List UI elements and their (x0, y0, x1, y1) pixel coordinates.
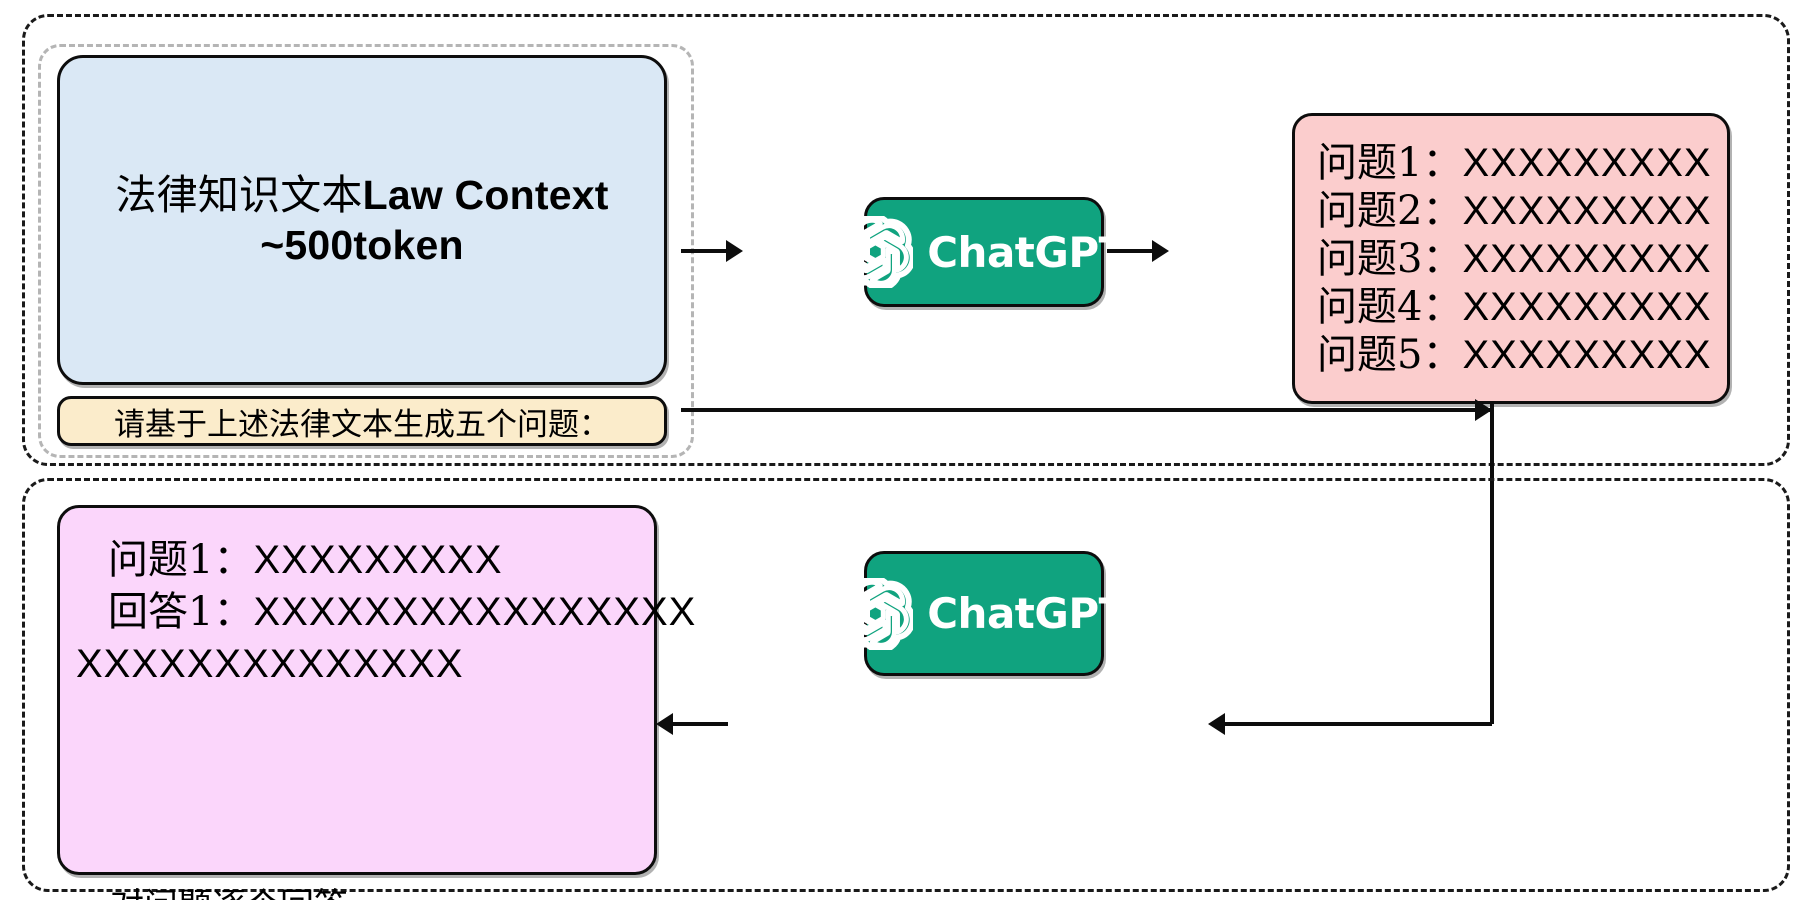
chatgpt-badge-bottom: ChatGPT (841, 551, 1127, 676)
qa-row-question: 问题1：XXXXXXXXX (108, 534, 696, 586)
qa-output-box: 问题1：XXXXXXXXX 回答1：XXXXXXXXXXXXXXXX XXXXX… (57, 505, 695, 875)
question-label: 问题3： (1317, 235, 1463, 282)
openai-logo-icon (841, 216, 914, 288)
question-value: XXXXXXXXX (1462, 188, 1712, 233)
generated-questions-box: 问题1：XXXXXXXXX 问题2：XXXXXXXXX 问题3：XXXXXXXX… (1292, 113, 1730, 404)
stage-top-frame (22, 14, 1790, 466)
arrow-prompt-to-junction-line (681, 408, 1492, 412)
chatgpt-label-bottom: ChatGPT (927, 589, 1127, 638)
question-row: 问题3：XXXXXXXXX (1317, 235, 1712, 283)
question-value: XXXXXXXXX (1462, 236, 1712, 281)
arrow-chatgpt-to-questions-head (1152, 240, 1169, 262)
law-context-line1-en: Law Context (362, 171, 609, 218)
arrow-context-to-chatgpt-line (681, 249, 728, 253)
question-label: 问题4： (1317, 283, 1463, 330)
qa-row-answer: 回答1：XXXXXXXXXXXXXXXX (108, 586, 696, 638)
question-value: XXXXXXXXX (1462, 332, 1712, 377)
arrow-chatgpt-to-questions-line (1107, 249, 1154, 253)
prompt-text: 请基于上述法律文本生成五个问题： (114, 406, 610, 443)
qa-row-answer-continued: XXXXXXXXXXXXXX (76, 638, 696, 690)
qa-list: 问题1：XXXXXXXXX 回答1：XXXXXXXXXXXXXXXX XXXXX… (76, 534, 696, 690)
arrow-chatgpt-to-answer-line (673, 722, 728, 726)
question-row: 问题5：XXXXXXXXX (1317, 331, 1712, 379)
qa-question-value: XXXXXXXXX (253, 538, 503, 582)
question-row: 问题4：XXXXXXXXX (1317, 283, 1712, 331)
chatgpt-label-top: ChatGPT (927, 227, 1127, 277)
question-label: 问题1： (1317, 139, 1463, 186)
qa-answer-value-continued: XXXXXXXXXXXXXX (76, 642, 464, 686)
law-context-text: 法律知识文本Law Context ~500token (115, 170, 608, 270)
arrow-chatgpt-to-answer-head (656, 713, 673, 735)
arrow-to-chatgpt-bottom-head (1208, 713, 1225, 735)
law-context-line1-cn: 法律知识文本 (115, 170, 363, 219)
chatgpt-badge-top: ChatGPT (841, 197, 1127, 307)
question-value: XXXXXXXXX (1462, 140, 1712, 185)
questions-list: 问题1：XXXXXXXXX 问题2：XXXXXXXXX 问题3：XXXXXXXX… (1317, 139, 1712, 379)
law-context-box: 法律知识文本Law Context ~500token (57, 55, 667, 385)
qa-question-label: 问题1： (108, 537, 254, 583)
openai-logo-icon (841, 577, 914, 650)
connector-questions-to-bottom-vertical (1490, 404, 1494, 724)
qa-answer-label: 回答1： (108, 589, 254, 635)
connector-to-chatgpt-bottom-line (1225, 722, 1492, 726)
stage-bottom-frame (22, 478, 1790, 892)
question-value: XXXXXXXXX (1462, 284, 1712, 329)
prompt-box: 请基于上述法律文本生成五个问题： (57, 396, 667, 446)
arrow-context-to-chatgpt-head (726, 240, 743, 262)
arrow-prompt-to-junction-head (1475, 399, 1492, 421)
qa-answer-value: XXXXXXXXXXXXXXXX (253, 590, 697, 634)
question-row: 问题1：XXXXXXXXX (1317, 139, 1712, 187)
law-context-line2: ~500token (260, 222, 464, 268)
question-label: 问题2： (1317, 187, 1463, 234)
bottom-clipped-caption: 对问题逐个回答 (110, 878, 410, 900)
question-label: 问题5： (1317, 331, 1463, 378)
question-row: 问题2：XXXXXXXXX (1317, 187, 1712, 235)
